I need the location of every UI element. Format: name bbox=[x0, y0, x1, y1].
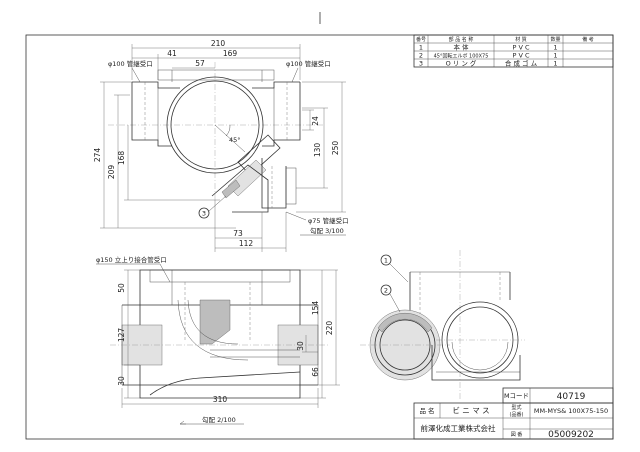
parts-row2-no: 2 bbox=[419, 52, 423, 60]
parts-row1-name: 本 体 bbox=[453, 43, 469, 52]
dim-30-left: 30 bbox=[117, 376, 126, 386]
elbow-branch bbox=[211, 134, 297, 213]
drawing-no-label: 図 番 bbox=[511, 431, 523, 438]
dim-130: 130 bbox=[313, 143, 322, 158]
parts-row3-qty: 1 bbox=[553, 60, 557, 68]
parts-row3-no: 3 bbox=[419, 60, 423, 68]
model-label: 型式 bbox=[511, 404, 521, 411]
dim-154: 154 bbox=[311, 301, 320, 316]
riser-circle-inner bbox=[170, 80, 260, 170]
company-name: 前澤化成工業株式会社 bbox=[421, 423, 496, 433]
side-view: 1 2 bbox=[360, 250, 525, 400]
code-label: Mコード bbox=[504, 392, 529, 400]
inlet-right-label: φ100 管継受口 bbox=[286, 59, 331, 68]
slope-label-front: 勾配 2/100 bbox=[202, 415, 236, 424]
parts-row1-qty: 1 bbox=[553, 44, 557, 52]
dim-24: 24 bbox=[311, 116, 320, 126]
parts-header-name: 部 品 名 称 bbox=[449, 36, 474, 43]
dim-250: 250 bbox=[331, 141, 340, 156]
svg-text:1: 1 bbox=[384, 257, 388, 265]
angle-label: 45° bbox=[229, 136, 241, 144]
dim-274: 274 bbox=[93, 148, 102, 163]
dim-220: 220 bbox=[325, 321, 334, 336]
balloon-1 bbox=[380, 254, 392, 266]
parts-header-note: 備 考 bbox=[582, 36, 594, 43]
dim-112: 112 bbox=[239, 239, 254, 248]
balloon-3 bbox=[198, 207, 210, 219]
parts-row1-no: 1 bbox=[419, 44, 423, 52]
parts-header-no: 番号 bbox=[416, 36, 426, 43]
riser-circle-outer bbox=[166, 76, 264, 174]
dim-127: 127 bbox=[117, 328, 126, 343]
parts-table: 番号 部 品 名 称 材 質 数量 備 考 1 本 体 P V C 1 2 45… bbox=[413, 34, 614, 68]
code-value: 40719 bbox=[557, 392, 586, 402]
dim-310: 310 bbox=[213, 395, 228, 404]
title-block: Mコード 40719 品 名 ビ ニ マ ス 型式 (品番) MM-MYS& 1… bbox=[413, 387, 614, 440]
svg-text:3: 3 bbox=[202, 210, 206, 218]
dim-30-right: 30 bbox=[296, 341, 305, 351]
dim-168: 168 bbox=[117, 151, 126, 166]
parts-row2-qty: 1 bbox=[553, 52, 557, 60]
dim-57: 57 bbox=[195, 59, 205, 68]
dim-66: 66 bbox=[311, 367, 320, 377]
name-value: ビ ニ マ ス bbox=[452, 406, 489, 415]
sheet-border bbox=[25, 34, 614, 440]
dim-210: 210 bbox=[211, 39, 226, 48]
dim-169: 169 bbox=[223, 49, 238, 58]
slope-label-top: 勾配 3/100 bbox=[310, 226, 344, 235]
model-label-2: (品番) bbox=[510, 411, 524, 418]
front-view: φ150 立上り接合管受口 50 127 30 310 154 220 30 bbox=[96, 255, 340, 425]
top-view: 45° 3 φ100 管継受口 φ100 管継受口 φ75 管継受口 勾配 3/… bbox=[93, 39, 349, 252]
dim-209: 209 bbox=[107, 165, 116, 180]
model-value: MM-MYS& 100X75-150 bbox=[534, 407, 608, 415]
parts-row2-name: 45°回転エルボ 100X75 bbox=[434, 53, 489, 60]
drawing-no-value: 05009202 bbox=[548, 430, 594, 440]
parts-header-qty: 数量 bbox=[550, 36, 560, 43]
riser-note: φ150 立上り接合管受口 bbox=[96, 255, 167, 264]
dim-50: 50 bbox=[117, 283, 126, 293]
dim-41: 41 bbox=[167, 49, 177, 58]
parts-row1-material: P V C bbox=[512, 44, 529, 52]
parts-row3-material: 合 成 ゴ ム bbox=[505, 59, 538, 68]
outlet-label: φ75 管継受口 bbox=[308, 216, 349, 225]
balloon-2 bbox=[380, 284, 392, 296]
parts-row2-material: P V C bbox=[512, 52, 529, 60]
name-label: 品 名 bbox=[419, 406, 434, 415]
svg-text:2: 2 bbox=[384, 287, 388, 295]
dim-73: 73 bbox=[233, 229, 243, 238]
parts-header-material: 材 質 bbox=[515, 36, 527, 43]
parts-row3-name: O リ ン グ bbox=[446, 59, 477, 68]
inlet-left-label: φ100 管継受口 bbox=[108, 59, 153, 68]
